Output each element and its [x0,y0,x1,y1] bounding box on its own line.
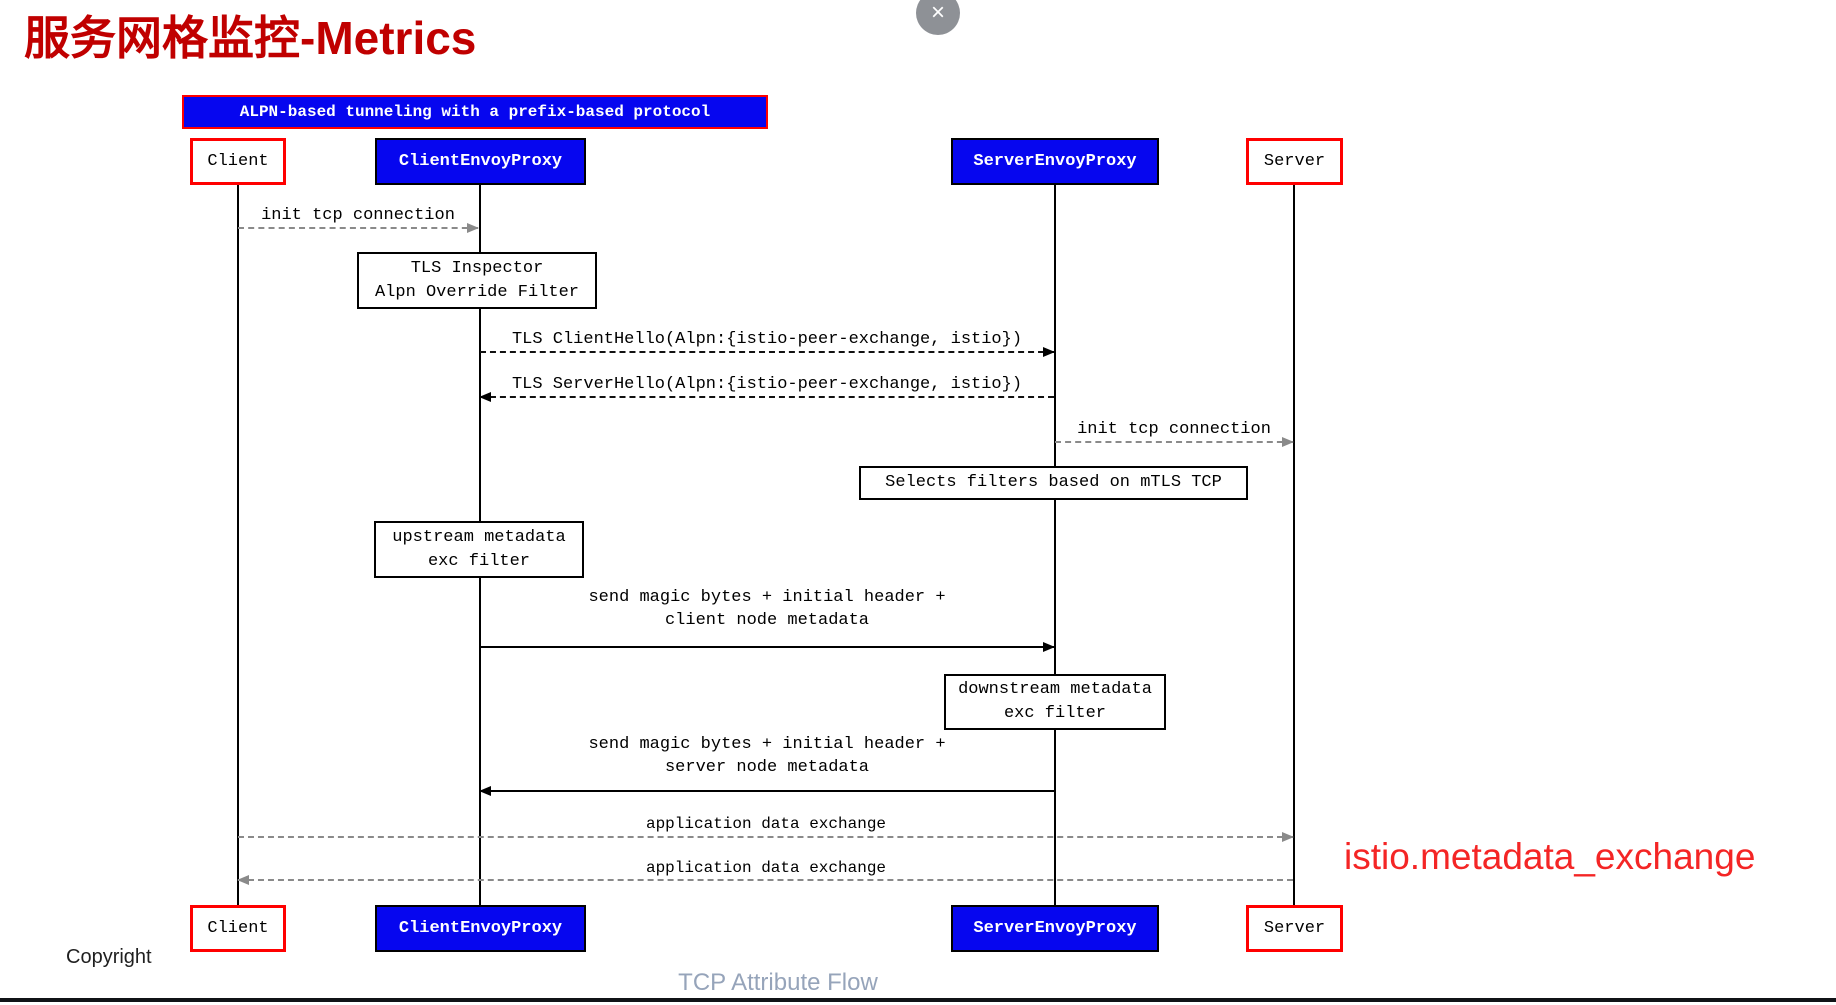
note-line: exc filter [427,551,531,571]
actor-box-server-bottom: Server [1246,905,1343,952]
message-label-init-tcp-left: init tcp connection [261,206,455,225]
message-label-send-server-metadata: send magic bytes + initial header + serv… [588,733,945,779]
arrow-init-tcp-right [1055,437,1294,447]
actor-box-server-envoy-proxy-bottom: ServerEnvoyProxy [951,905,1159,952]
arrowhead-left-icon [237,875,249,885]
note-line: Alpn Override Filter [374,282,580,302]
arrowhead-right-icon [1282,437,1294,447]
note-selects-filters: Selects filters based on mTLS TCP [859,466,1248,500]
message-line: client node metadata [664,611,870,630]
copyright-text: Copyright [66,946,152,968]
note-line: upstream metadata [392,527,566,547]
arrow-app-data-forward [238,832,1294,842]
note-tls-inspector: TLS Inspector Alpn Override Filter [357,252,597,309]
message-line: server node metadata [664,758,870,777]
arrow-app-data-back [237,875,1293,885]
lifeline-server [1293,185,1295,905]
close-button[interactable]: × [916,0,960,35]
page-title: 服务网格监控-Metrics [24,12,477,64]
arrowhead-right-icon [1043,347,1055,357]
arrowhead-right-icon [1282,832,1294,842]
annotation-istio-metadata-exchange: istio.metadata_exchange [1344,836,1756,877]
arrowhead-left-icon [479,392,491,402]
arrow-init-tcp-left [238,223,479,233]
arrow-send-client-metadata [480,642,1055,652]
arrow-tls-clienthello [480,347,1055,357]
message-label-send-client-metadata: send magic bytes + initial header + clie… [588,586,945,632]
message-label-app-data-forward: application data exchange [645,815,887,833]
lifeline-server-envoy-proxy [1054,185,1056,905]
message-label-app-data-back: application data exchange [645,859,887,877]
actor-box-server-top: Server [1246,138,1343,185]
lifeline-client [237,185,239,905]
note-line: TLS Inspector [410,258,544,278]
window-bottom-edge [0,998,1836,1002]
message-label-init-tcp-right: init tcp connection [1077,420,1271,439]
actor-box-client-envoy-proxy-top: ClientEnvoyProxy [375,138,586,185]
actor-box-client-envoy-proxy-bottom: ClientEnvoyProxy [375,905,586,952]
note-upstream-metadata-filter: upstream metadata exc filter [374,521,584,578]
arrow-tls-serverhello [479,392,1054,402]
diagram-caption: TCP Attribute Flow [678,969,878,996]
arrow-send-server-metadata [479,786,1054,796]
note-line: exc filter [1003,704,1107,723]
arrowhead-right-icon [1043,642,1055,652]
close-icon: × [930,0,945,26]
note-downstream-metadata-filter: downstream metadata exc filter [944,674,1166,730]
message-line: send magic bytes + initial header + [588,735,946,754]
message-line: send magic bytes + initial header + [588,588,946,607]
note-line: downstream metadata [958,680,1152,699]
actor-box-client-top: Client [190,138,286,185]
message-label-tls-clienthello: TLS ClientHello(Alpn:{istio-peer-exchang… [511,330,1023,349]
arrowhead-right-icon [467,223,479,233]
arrowhead-left-icon [479,786,491,796]
note-line: Selects filters based on mTLS TCP [885,473,1222,492]
actor-box-server-envoy-proxy-top: ServerEnvoyProxy [951,138,1159,185]
message-label-tls-serverhello: TLS ServerHello(Alpn:{istio-peer-exchang… [511,375,1023,394]
actor-box-client-bottom: Client [190,905,286,952]
diagram-title-box: ALPN-based tunneling with a prefix-based… [182,95,768,129]
